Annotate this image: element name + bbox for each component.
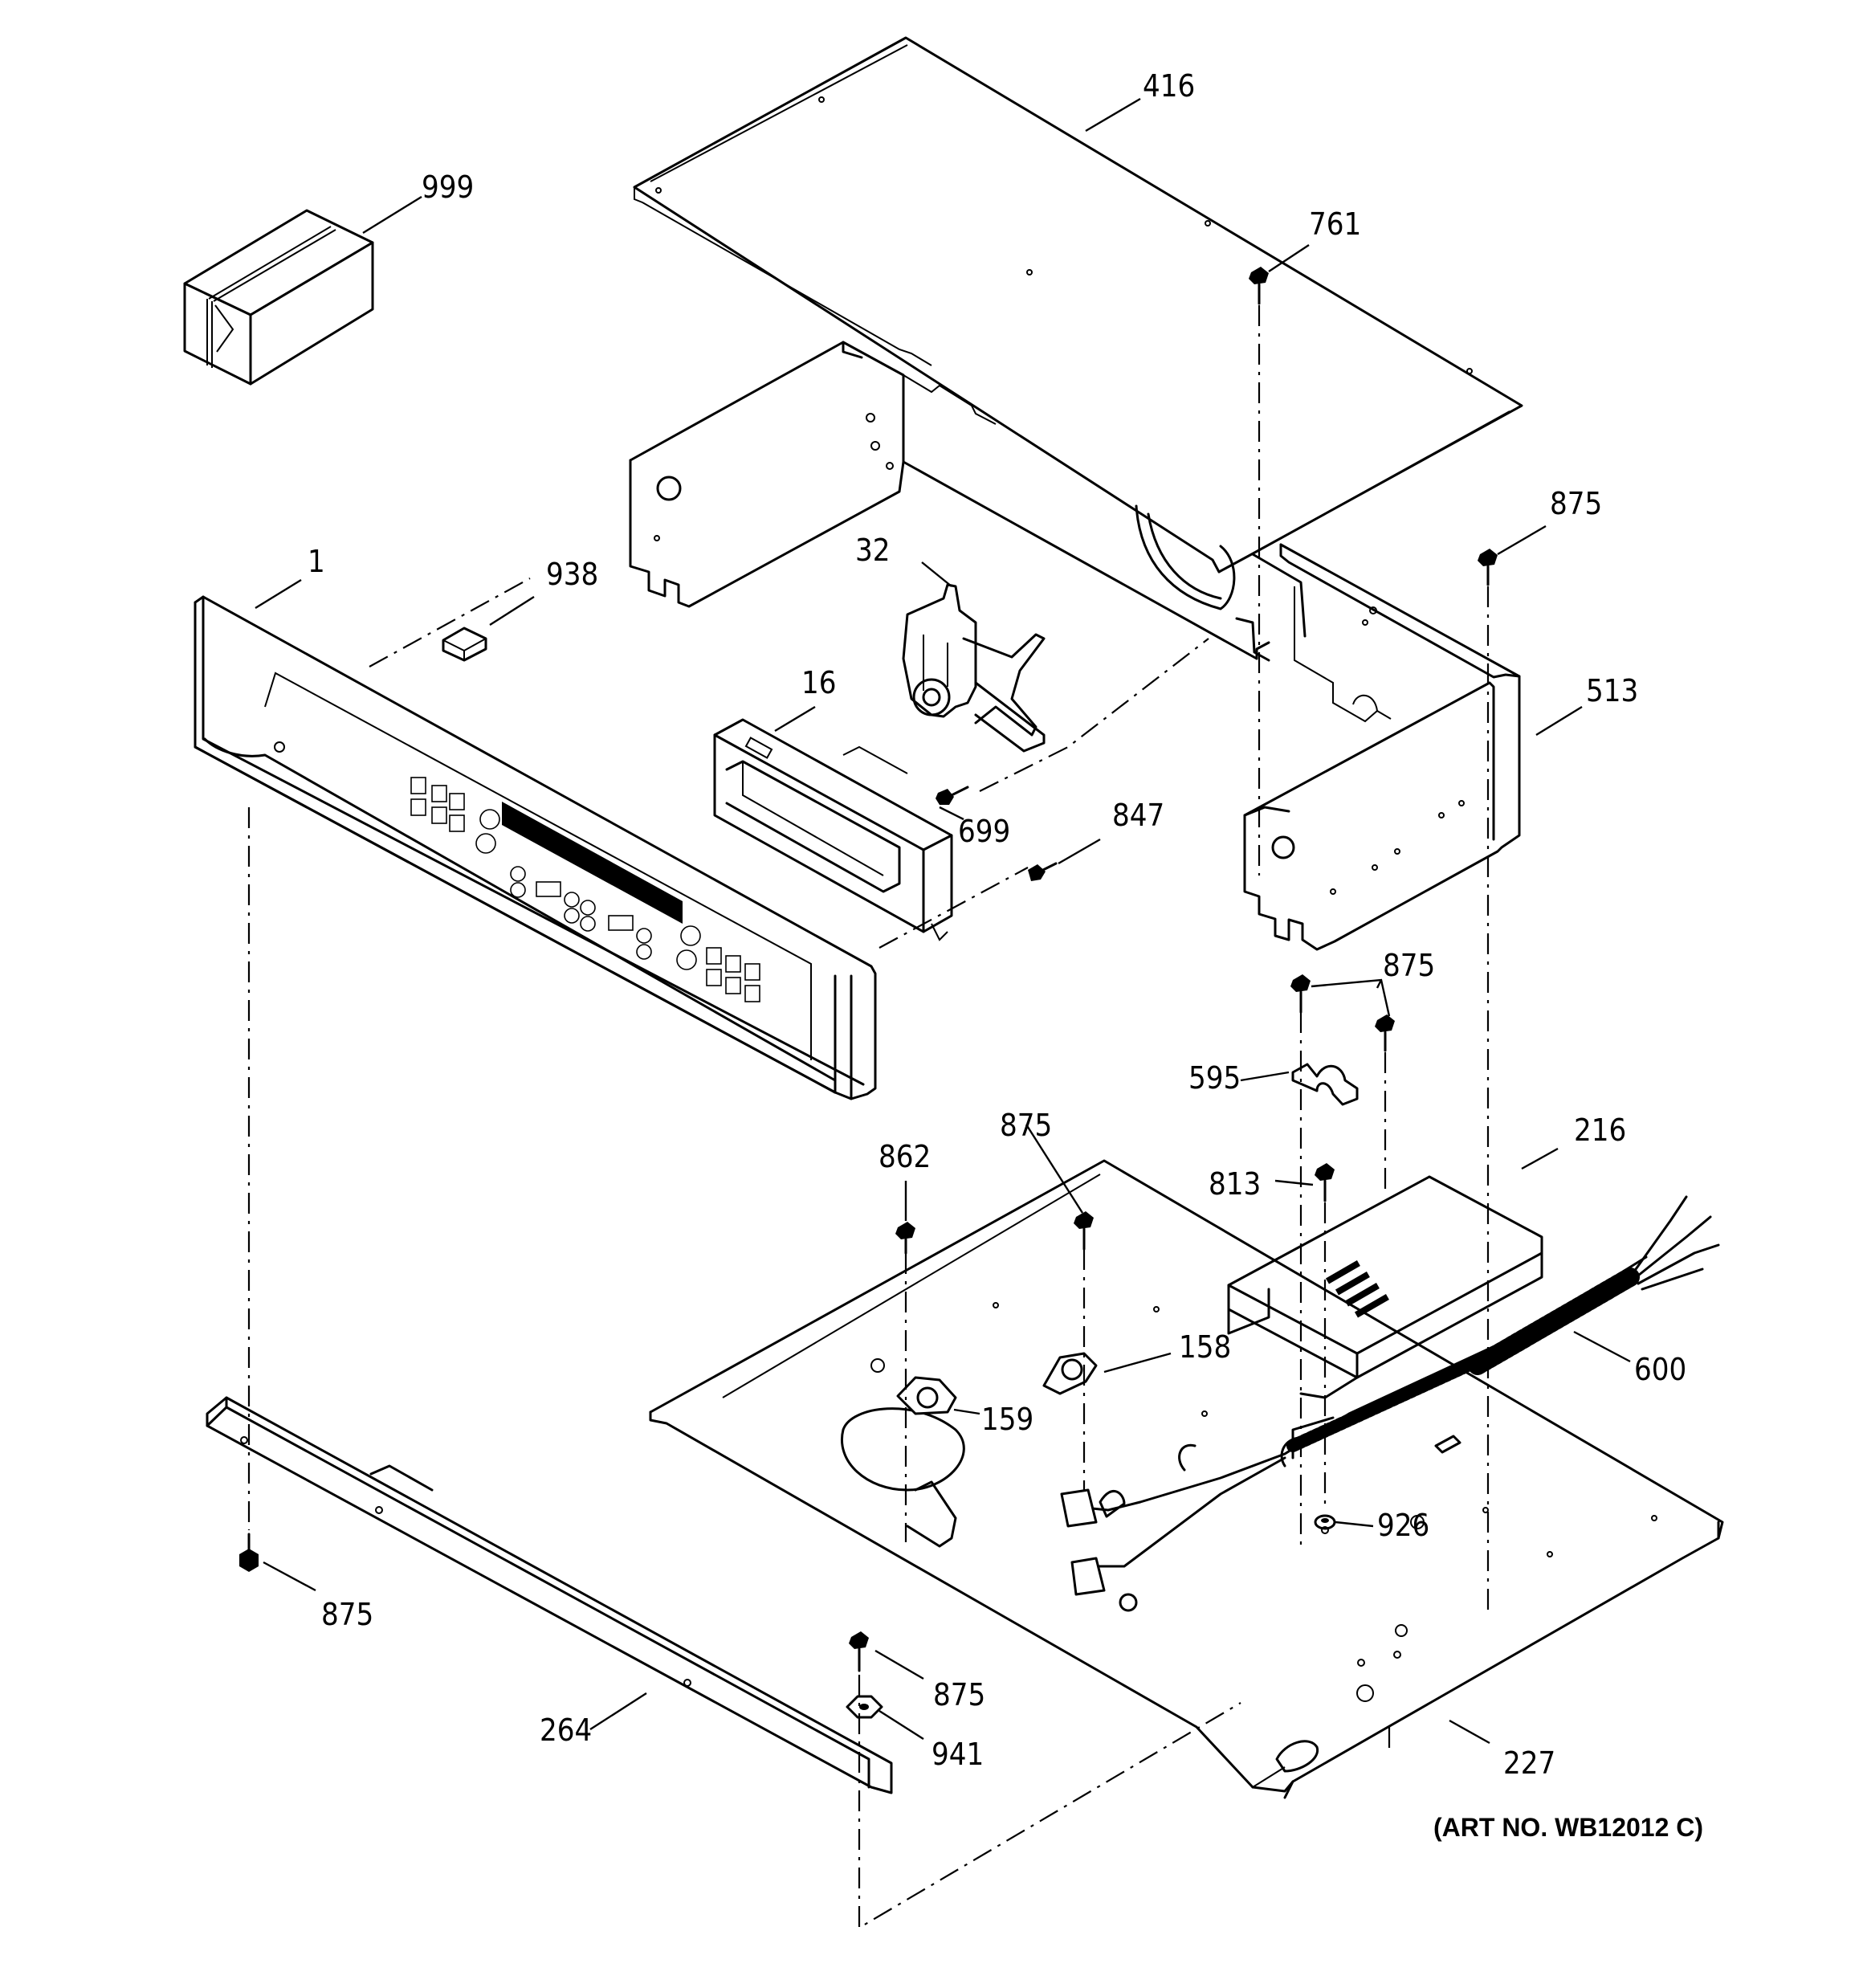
callout-813: 813 [1209,1166,1261,1202]
part-875-screw-bottom-left [239,1533,259,1572]
callout-926: 926 [1377,1508,1429,1543]
callout-227: 227 [1503,1745,1555,1781]
part-941-washer [846,1695,883,1719]
part-938-clip [442,627,487,662]
callout-595: 595 [1188,1060,1241,1096]
part-264-trim-strip [206,1396,893,1794]
callout-600: 600 [1634,1352,1686,1387]
part-16-control-board [713,718,953,941]
callout-875-top: 875 [1550,486,1602,521]
callout-1: 1 [308,544,325,579]
callout-416: 416 [1143,68,1195,104]
part-875-screw-mid-a [1290,974,1311,1014]
part-158-sensor [1042,1352,1098,1395]
part-761-screw [1249,267,1269,305]
part-999-carton [183,209,374,386]
part-862-screw [895,1222,915,1255]
part-227-bottom-panel [649,1159,1724,1799]
callout-847: 847 [1112,798,1164,833]
leader-lines [255,97,1631,1745]
part-159-sensor [896,1376,957,1415]
callout-941: 941 [932,1737,984,1772]
callout-875-bl: 875 [321,1597,373,1632]
alignment-lines [247,305,1490,1929]
callout-699: 699 [958,814,1010,849]
part-513-side-panel [1243,543,1521,951]
part-875-screw-mid-b [1375,1014,1395,1052]
part-875-screw-top [1478,549,1498,586]
callout-999: 999 [422,169,474,205]
callout-938: 938 [546,557,598,592]
callout-264: 264 [540,1712,592,1748]
callout-16: 16 [801,665,837,700]
callout-875-mid: 875 [1383,948,1435,983]
part-926-washer [1314,1514,1336,1530]
callout-158: 158 [1179,1329,1231,1365]
callout-513: 513 [1586,673,1638,708]
callout-875-left: 875 [1000,1108,1052,1143]
part-oven-frame-rear [629,341,1307,662]
part-600-wire-harness [1060,1195,1720,1612]
callout-761: 761 [1309,206,1361,242]
part-1-control-panel [194,595,877,1100]
part-813-screw [1315,1163,1335,1202]
callout-216: 216 [1574,1112,1626,1148]
art-number: (ART NO. WB12012 C) [1433,1813,1703,1842]
part-699-screw [936,786,969,805]
callout-32: 32 [855,533,891,568]
callout-875-bot: 875 [933,1677,985,1712]
callout-labels: 999 416 761 875 1 938 32 16 513 699 847 … [308,68,1686,1781]
part-416-top-cover [633,36,1523,574]
callout-159: 159 [981,1402,1033,1437]
callout-862: 862 [879,1139,931,1174]
part-595-clamp [1291,1063,1359,1106]
part-32-fan-motor [902,583,1046,753]
part-875-screw-left [1074,1211,1094,1251]
part-875-screw-bottom [849,1631,869,1672]
part-847-screw [1028,862,1058,881]
